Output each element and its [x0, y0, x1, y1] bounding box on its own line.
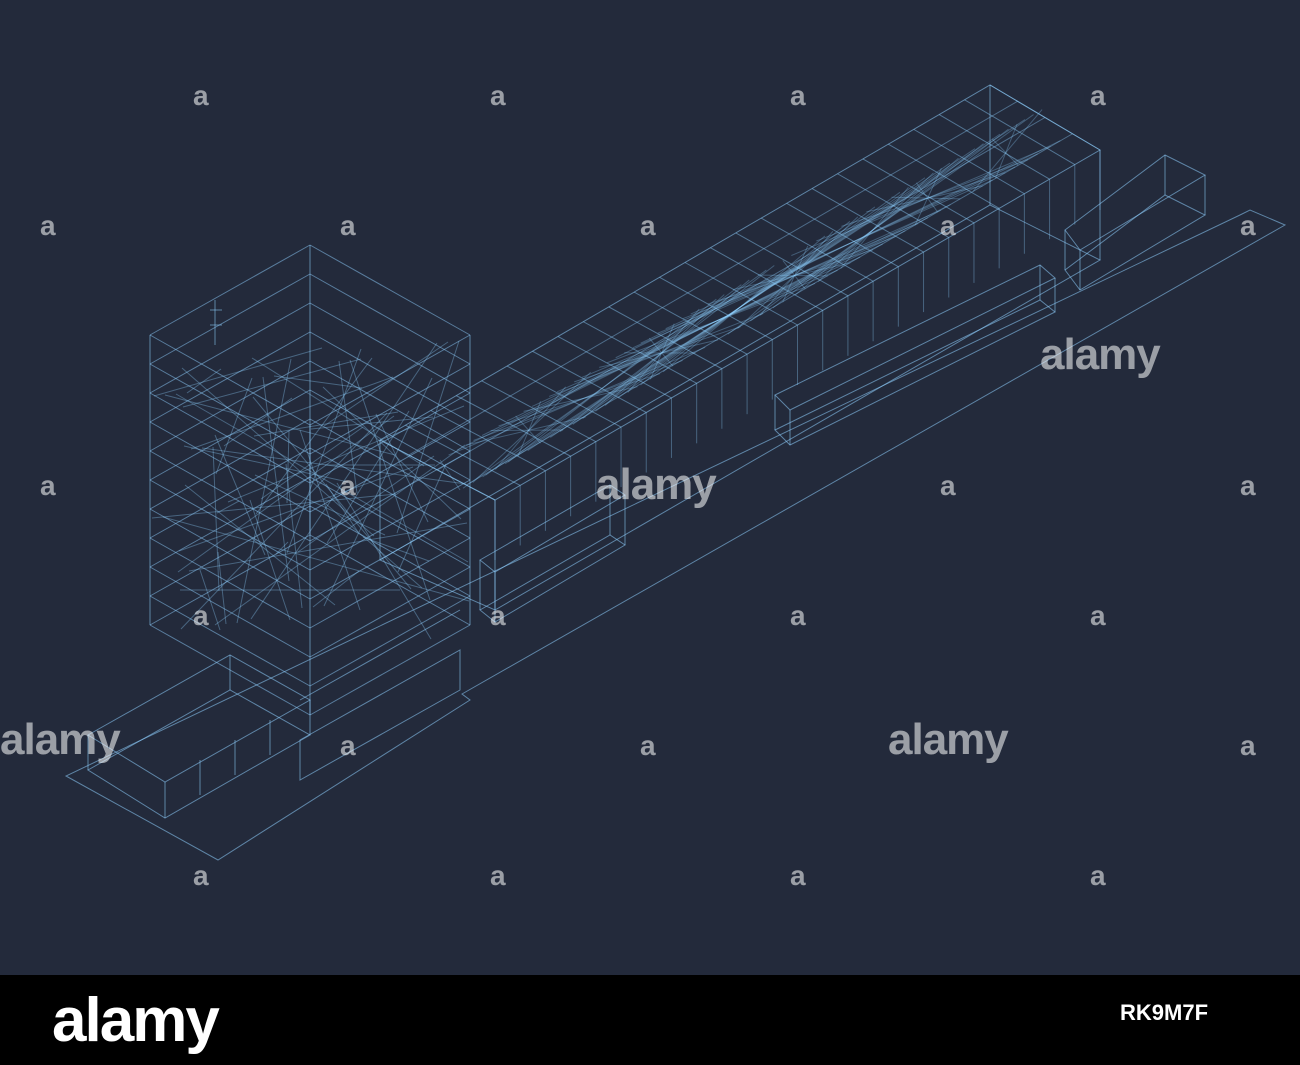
image-id: RK9M7F	[1120, 1000, 1209, 1025]
annex-box-1	[479, 484, 626, 623]
tower-block	[149, 244, 471, 716]
podium	[299, 609, 461, 781]
front-low-wing	[87, 654, 312, 819]
long-wing-base	[378, 204, 1102, 611]
building-wireframe	[64, 84, 1287, 861]
footer-bar	[0, 975, 1300, 1065]
brand-logo: alamy	[52, 986, 220, 1055]
annex-box-3	[1064, 154, 1207, 291]
ground-outline	[64, 209, 1287, 861]
annex-box-2	[774, 264, 1056, 446]
